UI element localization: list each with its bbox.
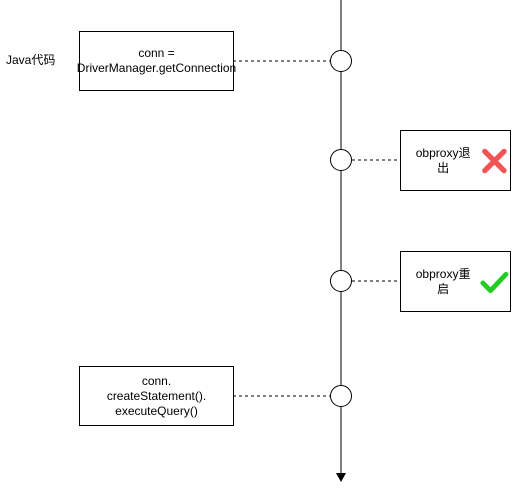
java-code-label: Java代码 <box>6 53 56 67</box>
get-connection-box: conn = DriverManager.getConnection <box>77 31 236 91</box>
event-node-proxy-restart <box>330 270 352 292</box>
red-cross-icon <box>482 148 507 173</box>
timeline-arrowhead <box>336 473 346 482</box>
get-connection-line-1: conn = <box>138 46 175 60</box>
proxy-restart-label: obproxy重启 <box>415 266 471 296</box>
execute-query-text: conn. createStatement(). executeQuery() <box>107 374 206 419</box>
proxy-restart-box: obproxy重启 <box>400 251 511 312</box>
event-node-proxy-exit <box>330 149 352 171</box>
green-check-icon <box>480 271 509 293</box>
get-connection-line-2: DriverManager.getConnection <box>76 61 237 75</box>
execute-query-line-3: executeQuery() <box>115 403 198 418</box>
execute-query-line-1: conn. <box>141 373 172 388</box>
event-node-execute-query <box>330 385 352 407</box>
proxy-exit-box: obproxy退出 <box>400 130 511 191</box>
proxy-exit-label: obproxy退出 <box>415 145 471 175</box>
execute-query-line-2: createStatement(). <box>106 388 207 403</box>
event-node-get-connection <box>330 50 352 72</box>
execute-query-box: conn. createStatement(). executeQuery() <box>79 366 234 426</box>
get-connection-text: conn = DriverManager.getConnection <box>77 46 236 76</box>
